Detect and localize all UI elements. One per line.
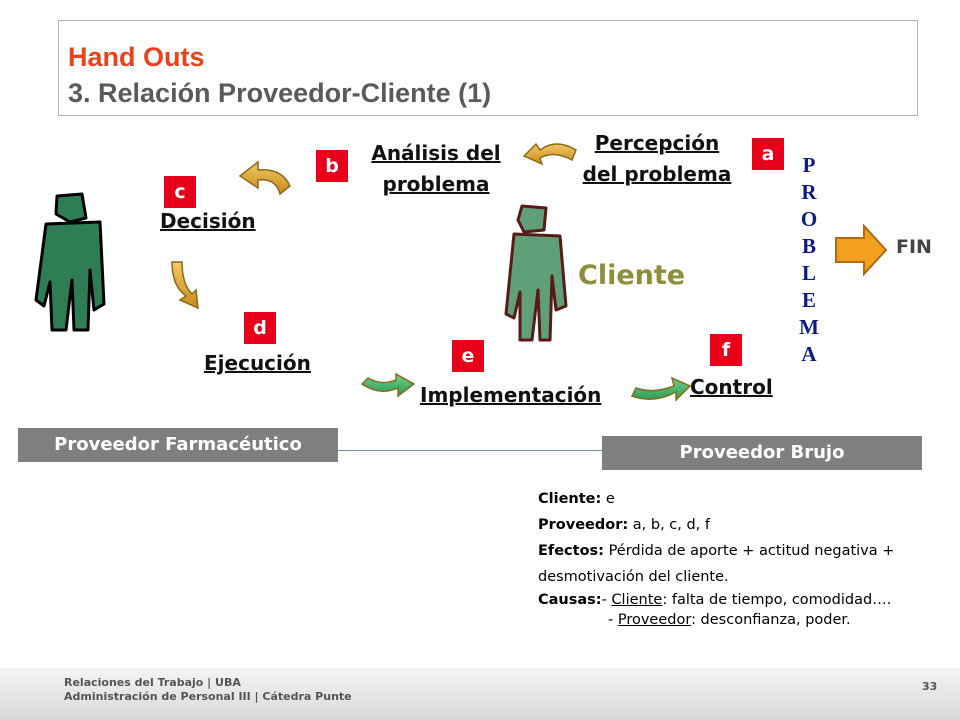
note-causas-2: - Proveedor: desconfianza, poder.	[538, 610, 894, 630]
badge-c: c	[164, 176, 196, 208]
note-causas-proveedor: Proveedor	[617, 612, 692, 628]
arrow-e-to-f-icon	[630, 376, 692, 402]
note-causas-cliente: Cliente	[611, 592, 663, 608]
problema-letter: P	[802, 153, 816, 177]
arrow-d-to-e-icon	[360, 372, 416, 398]
cliente-label: Cliente	[578, 260, 686, 291]
provider-figure-icon	[34, 192, 106, 332]
problema-letter: R	[801, 180, 817, 204]
slide-title: Hand Outs	[68, 42, 205, 72]
note-cliente: Cliente: e	[538, 486, 894, 512]
footer-line1: Relaciones del Trabajo | UBA	[64, 676, 241, 689]
problema-letter: M	[799, 315, 819, 339]
badge-a: a	[752, 138, 784, 170]
problema-letter: A	[801, 342, 817, 366]
stage-control: Control	[690, 375, 773, 399]
problema-letter: O	[800, 207, 818, 231]
arrow-b-to-c-icon	[238, 160, 291, 196]
badge-d: d	[244, 312, 276, 344]
note-causas-cliente-value: : falta de tiempo, comodidad….	[662, 592, 892, 608]
stage-implementacion: Implementación	[420, 383, 602, 407]
problema-vertical-text: P R O B L E M A	[796, 152, 822, 368]
page-number: 33	[922, 680, 938, 693]
stage-analisis: Análisis del problema	[362, 138, 510, 200]
slide-subtitle: 3. Relación Proveedor-Cliente (1)	[68, 78, 492, 108]
stage-analisis-line1: Análisis del	[371, 141, 501, 165]
note-cliente-value: e	[601, 491, 615, 507]
badge-f: f	[710, 334, 742, 366]
provider-connector-line	[338, 450, 602, 451]
fin-label: FIN	[896, 236, 932, 258]
note-cliente-key: Cliente:	[538, 491, 602, 507]
title-frame	[58, 20, 918, 116]
stage-percepcion-line2: del problema	[582, 162, 732, 186]
problema-letter: L	[801, 261, 816, 285]
fin-arrow-icon	[835, 223, 888, 277]
note-efectos-key: Efectos:	[538, 543, 604, 559]
client-figure-icon	[504, 204, 568, 342]
note-efectos-value: Pérdida de aporte + actitud negativa +	[603, 543, 895, 559]
stage-ejecucion: Ejecución	[204, 351, 311, 375]
stage-decision: Decisión	[160, 209, 256, 233]
note-causas-dash: -	[601, 592, 612, 608]
proveedor-brujo-bar: Proveedor Brujo	[602, 436, 922, 470]
proveedor-farmaceutico-bar: Proveedor Farmacéutico	[18, 428, 338, 462]
note-causas-dash: -	[608, 612, 618, 628]
note-causas: Causas:- Cliente: falta de tiempo, comod…	[538, 590, 894, 610]
badge-e: e	[452, 340, 484, 372]
note-proveedor-key: Proveedor:	[538, 517, 629, 533]
notes-block: Cliente: e Proveedor: a, b, c, d, f Efec…	[538, 486, 894, 630]
problema-letter: B	[801, 234, 816, 258]
arrow-a-to-b-icon	[522, 142, 577, 166]
note-proveedor-value: a, b, c, d, f	[628, 517, 711, 533]
stage-percepcion-line1: Percepción	[594, 131, 720, 155]
note-causas-key: Causas:	[538, 592, 602, 608]
problema-letter: E	[801, 288, 816, 312]
footer-line2: Administración de Personal III | Cátedra…	[64, 690, 352, 703]
note-causas-proveedor-value: : desconfianza, poder.	[691, 612, 851, 628]
stage-analisis-line2: problema	[382, 172, 490, 196]
note-efectos-cont: desmotivación del cliente.	[538, 569, 729, 585]
arrow-c-to-d-icon	[171, 261, 199, 310]
stage-percepcion: Percepción del problema	[574, 128, 740, 190]
badge-b: b	[316, 150, 348, 182]
note-proveedor: Proveedor: a, b, c, d, f	[538, 512, 894, 538]
footer-bar	[0, 668, 960, 720]
footer-text: Relaciones del Trabajo | UBA Administrac…	[64, 676, 352, 704]
note-efectos: Efectos: Pérdida de aporte + actitud neg…	[538, 538, 894, 564]
